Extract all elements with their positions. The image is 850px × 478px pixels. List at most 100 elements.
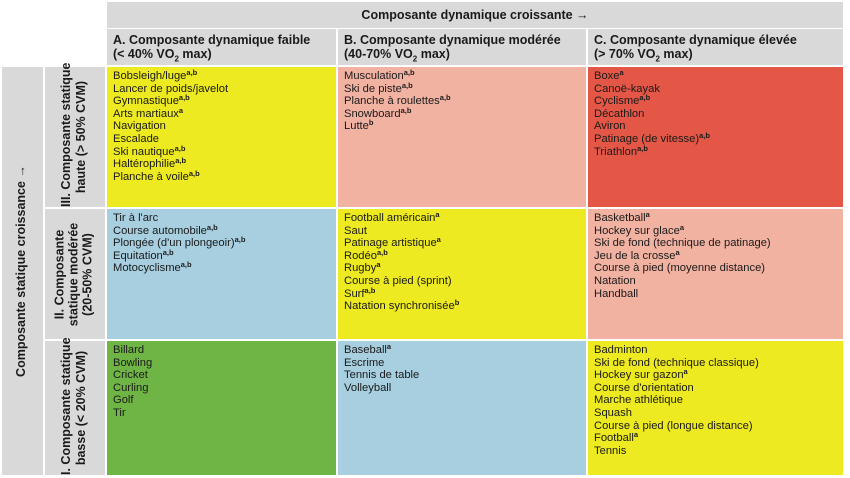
footnote-marker: a (645, 210, 650, 219)
column-header-range: (> 70% VO2 max) (594, 47, 693, 64)
sport-name: Tennis (594, 444, 627, 457)
footnote-marker: a,b (174, 143, 186, 153)
sport-item: Canoë-kayak (594, 83, 837, 96)
sport-item: Course automobilea,b (113, 223, 330, 238)
sport-name: Boxe (594, 70, 620, 82)
sport-name: Bowling (113, 356, 153, 369)
sport-item: Ski nautiquea,b (113, 143, 330, 159)
sport-item: Natation (594, 275, 837, 288)
column-header-moderate: B. Composante dynamique modérée (40-70% … (338, 29, 586, 65)
sport-name: Baseball (344, 344, 387, 356)
side-axis-label: Composante statique croissance → (14, 165, 28, 377)
sport-name: Natation synchronisée (344, 300, 455, 313)
sport-item: Motocyclismea,b (113, 261, 330, 275)
sport-name: Plongée (d'un plongeoir) (113, 237, 235, 250)
sport-name: Jeu de la crosse (594, 249, 676, 262)
footnote-marker: a,b (403, 68, 415, 77)
column-header-high: C. Composante dynamique élevée (> 70% VO… (588, 29, 843, 65)
footnote-marker: a,b (401, 80, 413, 90)
sport-item: Football américaina (344, 210, 580, 225)
sport-name: Course automobile (113, 224, 207, 237)
sport-name: Cricket (113, 369, 148, 382)
footnote-marker: a,b (639, 93, 651, 103)
footnote-marker: a (633, 430, 638, 440)
sport-name: Natation (594, 274, 636, 287)
sport-item: Patinage (de vitesse)a,b (594, 130, 837, 146)
sport-name: Surf (344, 287, 365, 300)
sport-name: Ski de fond (technique classique) (594, 356, 759, 369)
footnote-marker: a (679, 222, 684, 232)
column-header-range: (40-70% VO2 max) (344, 47, 450, 64)
sport-item: Golf (113, 394, 330, 407)
sport-item: Footballa (594, 430, 837, 445)
sport-item: Rodéoa,b (344, 247, 580, 263)
sport-name: Course à pied (sprint) (344, 274, 452, 287)
sport-item: Jeu de la crossea (594, 249, 837, 263)
footnote-marker: a,b (637, 143, 648, 153)
sport-item: Volleyball (344, 382, 580, 395)
sport-item: Aviron (594, 120, 837, 133)
sport-item: Lancer de poids/javelot (113, 83, 330, 96)
footnote-marker: a (435, 210, 440, 219)
sport-name: Golf (113, 394, 134, 407)
sport-name: Badminton (594, 344, 648, 356)
sport-name: Escrime (344, 356, 385, 369)
sport-name: Ski de fond (technique de patinage) (594, 237, 771, 250)
sport-name: Football américain (344, 212, 436, 224)
sport-item: Billard (113, 344, 330, 357)
sport-item: Rugbya (344, 261, 580, 275)
footnote-marker: a,b (234, 235, 246, 245)
sport-item: Tir (113, 407, 330, 420)
sport-item: Baseballa (344, 343, 580, 357)
footnote-marker: a,b (364, 285, 376, 295)
sport-item: Handball (594, 288, 837, 301)
sport-item: Course à pied (moyenne distance) (594, 262, 837, 275)
footnote-marker: a,b (175, 156, 187, 166)
sport-item: Curling (113, 382, 330, 395)
sport-item: Planche à roulettesa,b (344, 94, 580, 108)
footnote-marker: a,b (178, 93, 190, 103)
sport-item: Ski de fond (technique classique) (594, 357, 837, 370)
sport-name: Haltérophilie (113, 158, 176, 171)
sport-item: Boxea (594, 69, 837, 83)
sport-name: Triathlon (594, 145, 638, 158)
sport-name: Tir (113, 406, 126, 419)
sport-name: Basketball (594, 212, 646, 224)
sport-item: Bobsleigh/lugea,b (113, 68, 330, 83)
sport-item: Arts martiauxa (113, 105, 330, 121)
sport-name: Lancer de poids/javelot (113, 82, 229, 95)
sport-item: Navigation (113, 120, 330, 133)
sport-name: Lutte (344, 120, 369, 133)
sport-item: Lutteb (344, 118, 580, 133)
sport-item: Hockey sur glacea (594, 222, 837, 238)
footnote-marker: a,b (186, 68, 198, 77)
column-header-low: A. Composante dynamique faible (< 40% VO… (107, 29, 336, 65)
footnote-marker: b (368, 118, 374, 128)
footnote-marker: a,b (699, 130, 710, 140)
footnote-marker: a (178, 105, 184, 115)
sport-item: Squash (594, 407, 837, 420)
sport-name: Tir à l'arc (113, 212, 159, 224)
sport-name: Ski de piste (344, 82, 402, 95)
sport-item: Tennis de table (344, 369, 580, 382)
sport-item: Natation synchroniséeb (344, 299, 580, 313)
column-header-title: B. Composante dynamique modérée (344, 33, 561, 47)
footnote-marker: a,b (376, 247, 388, 257)
sport-name: Equitation (113, 249, 163, 262)
sport-name: Motocyclisme (113, 262, 181, 275)
footnote-marker: a (436, 235, 441, 245)
sport-item: Saut (344, 225, 580, 238)
sport-name: Planche à roulettes (344, 95, 440, 108)
sport-name: Snowboard (344, 107, 401, 120)
sport-item: Patinage artistiquea (344, 235, 580, 250)
sport-item: Décathlon (594, 108, 837, 121)
